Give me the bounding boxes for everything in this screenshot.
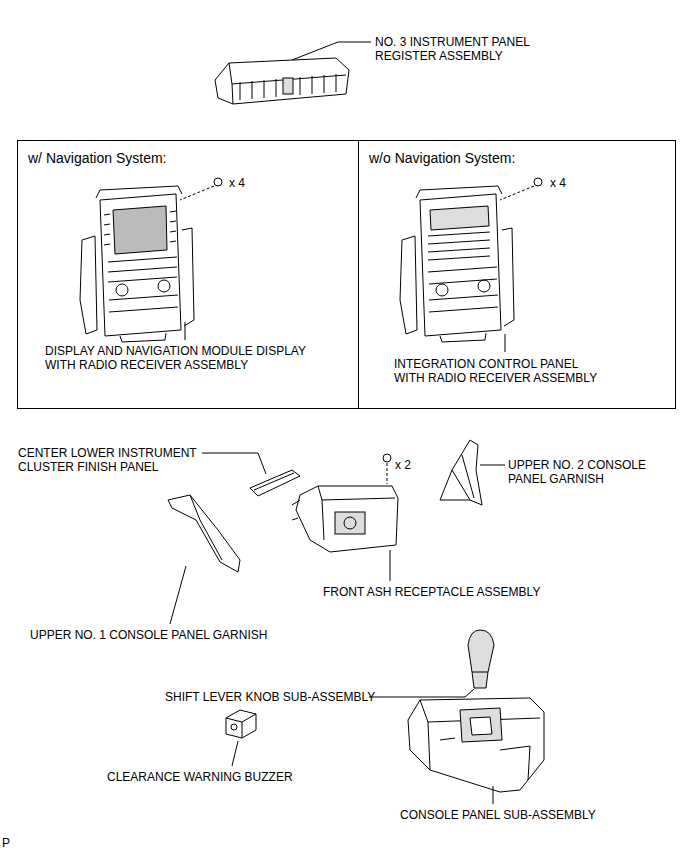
finish-panel-drawing xyxy=(202,453,300,496)
part-label: NO. 3 INSTRUMENT PANEL REGISTER ASSEMBLY xyxy=(375,35,545,63)
variant-panel: w/ Navigation System: x 4 DISPLAY AND NAVI… xyxy=(17,140,359,409)
head-unit-nav-drawing xyxy=(80,178,222,342)
part-label: DISPLAY AND NAVIGATION MODULE DISPLAY WI… xyxy=(45,344,325,372)
quantity-label: x 4 xyxy=(550,176,566,190)
head-unit-drawing xyxy=(400,178,542,352)
part-label: UPPER NO. 1 CONSOLE PANEL GARNISH xyxy=(30,628,267,642)
quantity-label: x 4 xyxy=(229,176,245,190)
part-label: FRONT ASH RECEPTACLE ASSEMBLY xyxy=(323,585,540,599)
part-label: CENTER LOWER INSTRUMENT CLUSTER FINISH P… xyxy=(18,446,213,474)
figure-code: P xyxy=(2,836,10,850)
shift-knob-drawing xyxy=(369,630,494,697)
part-label: CLEARANCE WARNING BUZZER xyxy=(107,770,293,784)
buzzer-drawing xyxy=(226,710,256,766)
part-label: SHIFT LEVER KNOB SUB-ASSEMBLY xyxy=(165,690,375,704)
part-label: INTEGRATION CONTROL PANEL WITH RADIO REC… xyxy=(394,357,606,385)
ash-receptacle-drawing xyxy=(292,454,398,581)
quantity-label: x 2 xyxy=(395,458,411,472)
section-heading: w/ Navigation System: xyxy=(28,150,167,166)
variant-panel: w/o Navigation System: x 4 INTEGRATION CON… xyxy=(358,140,676,409)
register-drawing xyxy=(215,42,371,104)
console-panel-drawing xyxy=(408,698,544,804)
section-heading: w/o Navigation System: xyxy=(369,150,515,166)
garnish-drawing xyxy=(440,440,505,505)
part-label: CONSOLE PANEL SUB-ASSEMBLY xyxy=(400,808,596,822)
garnish-drawing xyxy=(168,495,240,624)
part-label: UPPER NO. 2 CONSOLE PANEL GARNISH xyxy=(508,458,663,486)
